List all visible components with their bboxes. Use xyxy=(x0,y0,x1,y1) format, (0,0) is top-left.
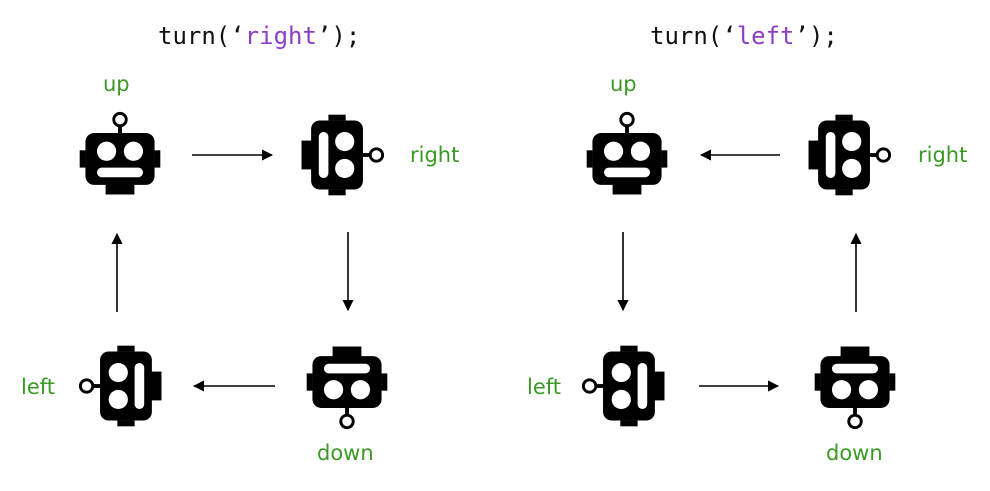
robot-icon-up xyxy=(78,111,162,196)
robot-icon-right xyxy=(300,113,385,197)
code-prefix: turn(‘ xyxy=(650,22,737,50)
robot-icon-right xyxy=(807,113,892,197)
turn-left-diagram xyxy=(581,111,897,430)
code-prefix: turn(‘ xyxy=(158,22,245,50)
robot-icon-down xyxy=(813,345,897,430)
code-suffix: ’); xyxy=(316,22,361,50)
code-turn-left: turn(‘left’); xyxy=(650,22,838,50)
robot-icon-down xyxy=(305,345,389,430)
label-up: up xyxy=(610,72,637,96)
robot-icon-left xyxy=(78,344,163,428)
code-turn-right: turn(‘right’); xyxy=(158,22,360,50)
robot-icon-left xyxy=(581,344,666,428)
label-down: down xyxy=(826,441,883,465)
label-right: right xyxy=(410,143,460,167)
turn-right-panel: turn(‘right’); up right down left xyxy=(21,22,460,465)
code-argument: right xyxy=(244,22,317,50)
code-argument: left xyxy=(736,22,795,50)
label-right: right xyxy=(918,143,968,167)
label-left: left xyxy=(527,375,562,399)
label-up: up xyxy=(103,72,130,96)
code-suffix: ’); xyxy=(794,22,838,50)
robot-icon-up xyxy=(585,111,669,196)
label-down: down xyxy=(317,441,374,465)
turn-left-panel: turn(‘left’); up right down left xyxy=(495,0,990,491)
label-left: left xyxy=(21,375,56,399)
turn-right-diagram xyxy=(78,111,389,430)
